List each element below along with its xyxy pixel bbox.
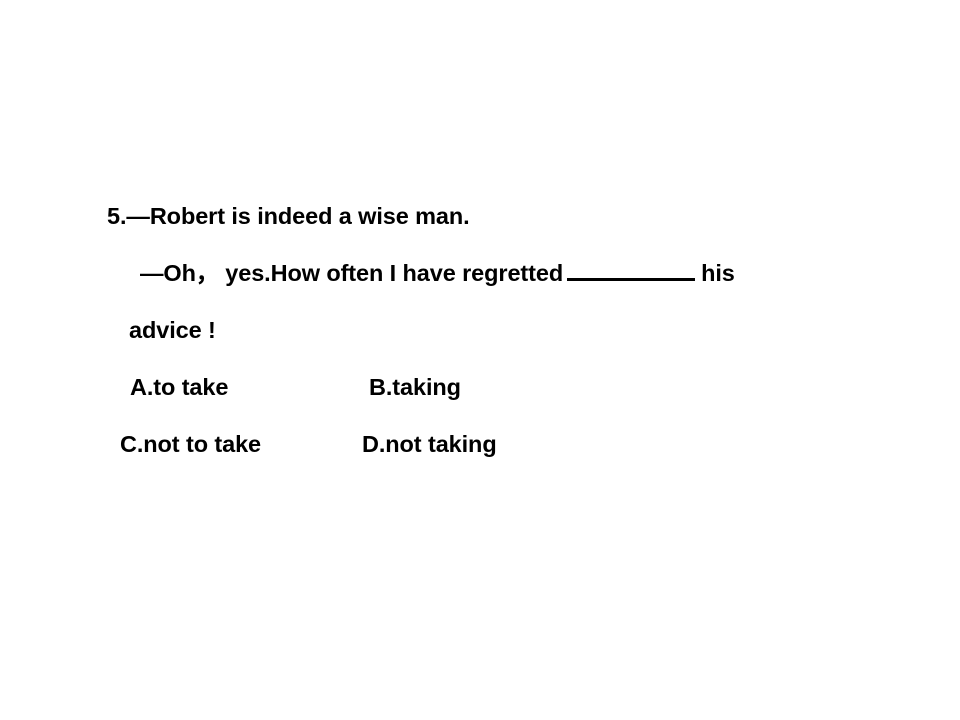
reply-tail: his	[701, 260, 735, 286]
reply-continuation-text: advice !	[129, 317, 216, 343]
options-row-cd: C.not to take D.not taking	[0, 424, 960, 481]
reply-text: yes.How often I have regretted	[225, 260, 564, 286]
em-dash-icon: —	[140, 260, 164, 286]
option-d[interactable]: D.not taking	[362, 431, 497, 457]
question-line-reply: —Oh，yes.How often I have regretted his	[0, 253, 960, 310]
question-number: 5.	[107, 203, 127, 229]
question-stem-text: Robert is indeed a wise man.	[149, 203, 470, 229]
fullwidth-comma: ，	[195, 259, 220, 287]
answer-blank[interactable]	[567, 256, 696, 281]
options-row-ab: A.to take B.taking	[0, 367, 960, 424]
option-b[interactable]: B.taking	[369, 374, 461, 400]
option-c[interactable]: C.not to take	[120, 431, 262, 457]
option-a[interactable]: A.to take	[130, 374, 229, 400]
em-dash-icon: —	[126, 203, 150, 229]
reply-oh: Oh	[163, 260, 196, 286]
question-line-stem: 5.—Robert is indeed a wise man.	[0, 196, 960, 253]
question-line-continuation: advice !	[0, 310, 960, 367]
question-block: 5.—Robert is indeed a wise man. —Oh，yes.…	[0, 196, 960, 481]
